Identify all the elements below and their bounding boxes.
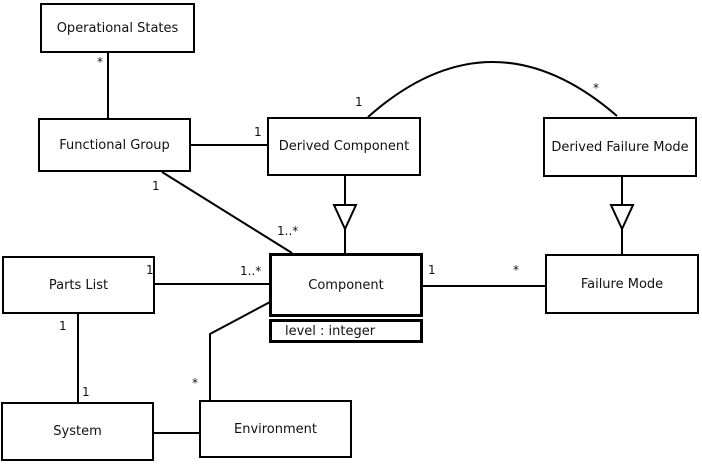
class-parts-list[interactable]: Parts List: [2, 256, 155, 314]
class-label: Operational States: [56, 20, 179, 36]
generalization-arrowhead-icon: [332, 204, 358, 232]
class-label: Derived Failure Mode: [551, 139, 689, 155]
class-system[interactable]: System: [1, 402, 154, 461]
class-label: Failure Mode: [580, 276, 664, 292]
edge-derived-component-derived-failure-mode-arc[interactable]: [367, 61, 618, 118]
multiplicity-arc-derived-component: 1: [355, 95, 363, 109]
attribute-label: level : integer: [285, 323, 376, 339]
multiplicity-operational-states: *: [97, 55, 103, 69]
multiplicity-environment-component: *: [192, 376, 198, 390]
class-operational-states[interactable]: Operational States: [40, 3, 195, 53]
multiplicity-parts-list-system-top: 1: [59, 319, 67, 333]
multiplicity-component-failure-mode-left: 1: [428, 263, 436, 277]
class-label: System: [53, 424, 102, 439]
class-derived-failure-mode[interactable]: Derived Failure Mode: [543, 117, 697, 177]
multiplicity-component-failure-mode-right: *: [513, 263, 519, 277]
multiplicity-fg-derived-component: 1: [254, 125, 262, 139]
class-functional-group[interactable]: Functional Group: [38, 118, 191, 172]
multiplicity-fg-component-near-component: 1..*: [277, 224, 299, 238]
class-label: Functional Group: [59, 137, 170, 153]
generalization-arrowhead-icon: [609, 204, 635, 232]
edge-functional-group-component[interactable]: [161, 171, 293, 254]
edge-environment-component[interactable]: [209, 301, 271, 400]
class-component-attributes[interactable]: level : integer: [269, 319, 423, 343]
class-failure-mode[interactable]: Failure Mode: [545, 254, 699, 314]
multiplicity-arc-derived-failure-mode: *: [593, 81, 599, 95]
class-label: Component: [308, 277, 384, 293]
multiplicity-parts-list-component: 1..*: [240, 264, 262, 278]
multiplicity-parts-list-corner: 1: [146, 263, 154, 277]
multiplicity-parts-list-system-bottom: 1: [82, 385, 90, 399]
class-label: Environment: [233, 421, 317, 437]
class-label: Parts List: [48, 277, 109, 293]
class-label: Derived Component: [278, 139, 410, 154]
multiplicity-fg-component-near-group: 1: [152, 179, 160, 193]
class-component[interactable]: Component: [269, 253, 423, 317]
class-derived-component[interactable]: Derived Component: [267, 117, 421, 176]
class-environment[interactable]: Environment: [199, 400, 352, 458]
